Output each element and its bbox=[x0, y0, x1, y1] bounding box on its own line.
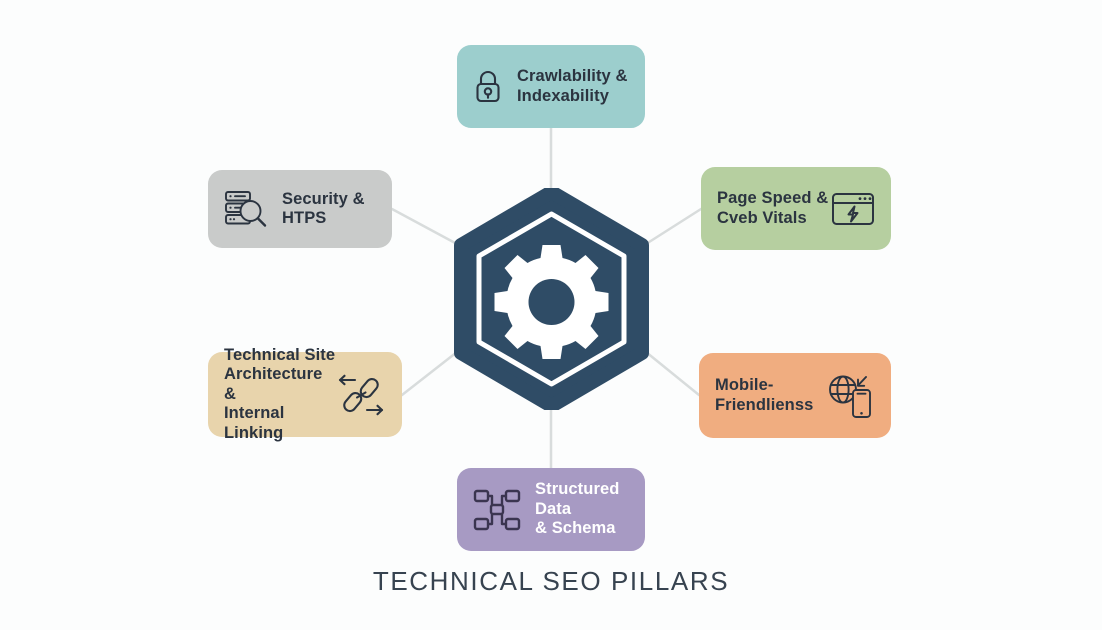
card-label: Technical Site Architecture & Internal L… bbox=[224, 345, 336, 442]
card-label: Mobile-Friendlienss bbox=[715, 376, 814, 414]
gear-icon bbox=[494, 245, 609, 359]
connector-top-left bbox=[390, 207, 459, 246]
center-hexagon bbox=[449, 188, 654, 410]
page-title: TECHNICAL SEO PILLARS bbox=[372, 566, 730, 596]
chain-link-arrows-icon bbox=[336, 370, 386, 420]
padlock-icon bbox=[473, 69, 503, 105]
hexagon-inner-ring bbox=[476, 211, 627, 387]
card-mobile-friendliness[interactable]: Mobile-Friendlienss bbox=[699, 353, 891, 438]
card-label: Crawlability & Indexability bbox=[517, 67, 628, 105]
card-crawlability-indexability[interactable]: Crawlability & Indexability bbox=[457, 45, 645, 128]
card-label: Security & HTPS bbox=[282, 189, 365, 227]
browser-lightning-icon bbox=[831, 191, 875, 227]
card-label: Page Speed & Cveb Vitals bbox=[717, 189, 829, 227]
card-site-architecture-internal-linking[interactable]: Technical Site Architecture & Internal L… bbox=[208, 346, 402, 442]
card-security-https[interactable]: Security & HTPS bbox=[208, 170, 392, 248]
card-page-speed-web-vitals[interactable]: Page Speed & Cveb Vitals bbox=[701, 167, 891, 250]
server-search-icon bbox=[224, 189, 268, 229]
globe-phone-icon bbox=[825, 371, 875, 421]
connector-bottom-right bbox=[644, 350, 701, 397]
card-structured-data-schema[interactable]: Structured Data & Schema bbox=[457, 468, 645, 551]
card-label: Structured Data & Schema bbox=[535, 480, 620, 538]
connector-bottom-left bbox=[400, 350, 459, 397]
connector-top-right bbox=[644, 207, 703, 246]
node-graph-icon bbox=[473, 488, 521, 532]
